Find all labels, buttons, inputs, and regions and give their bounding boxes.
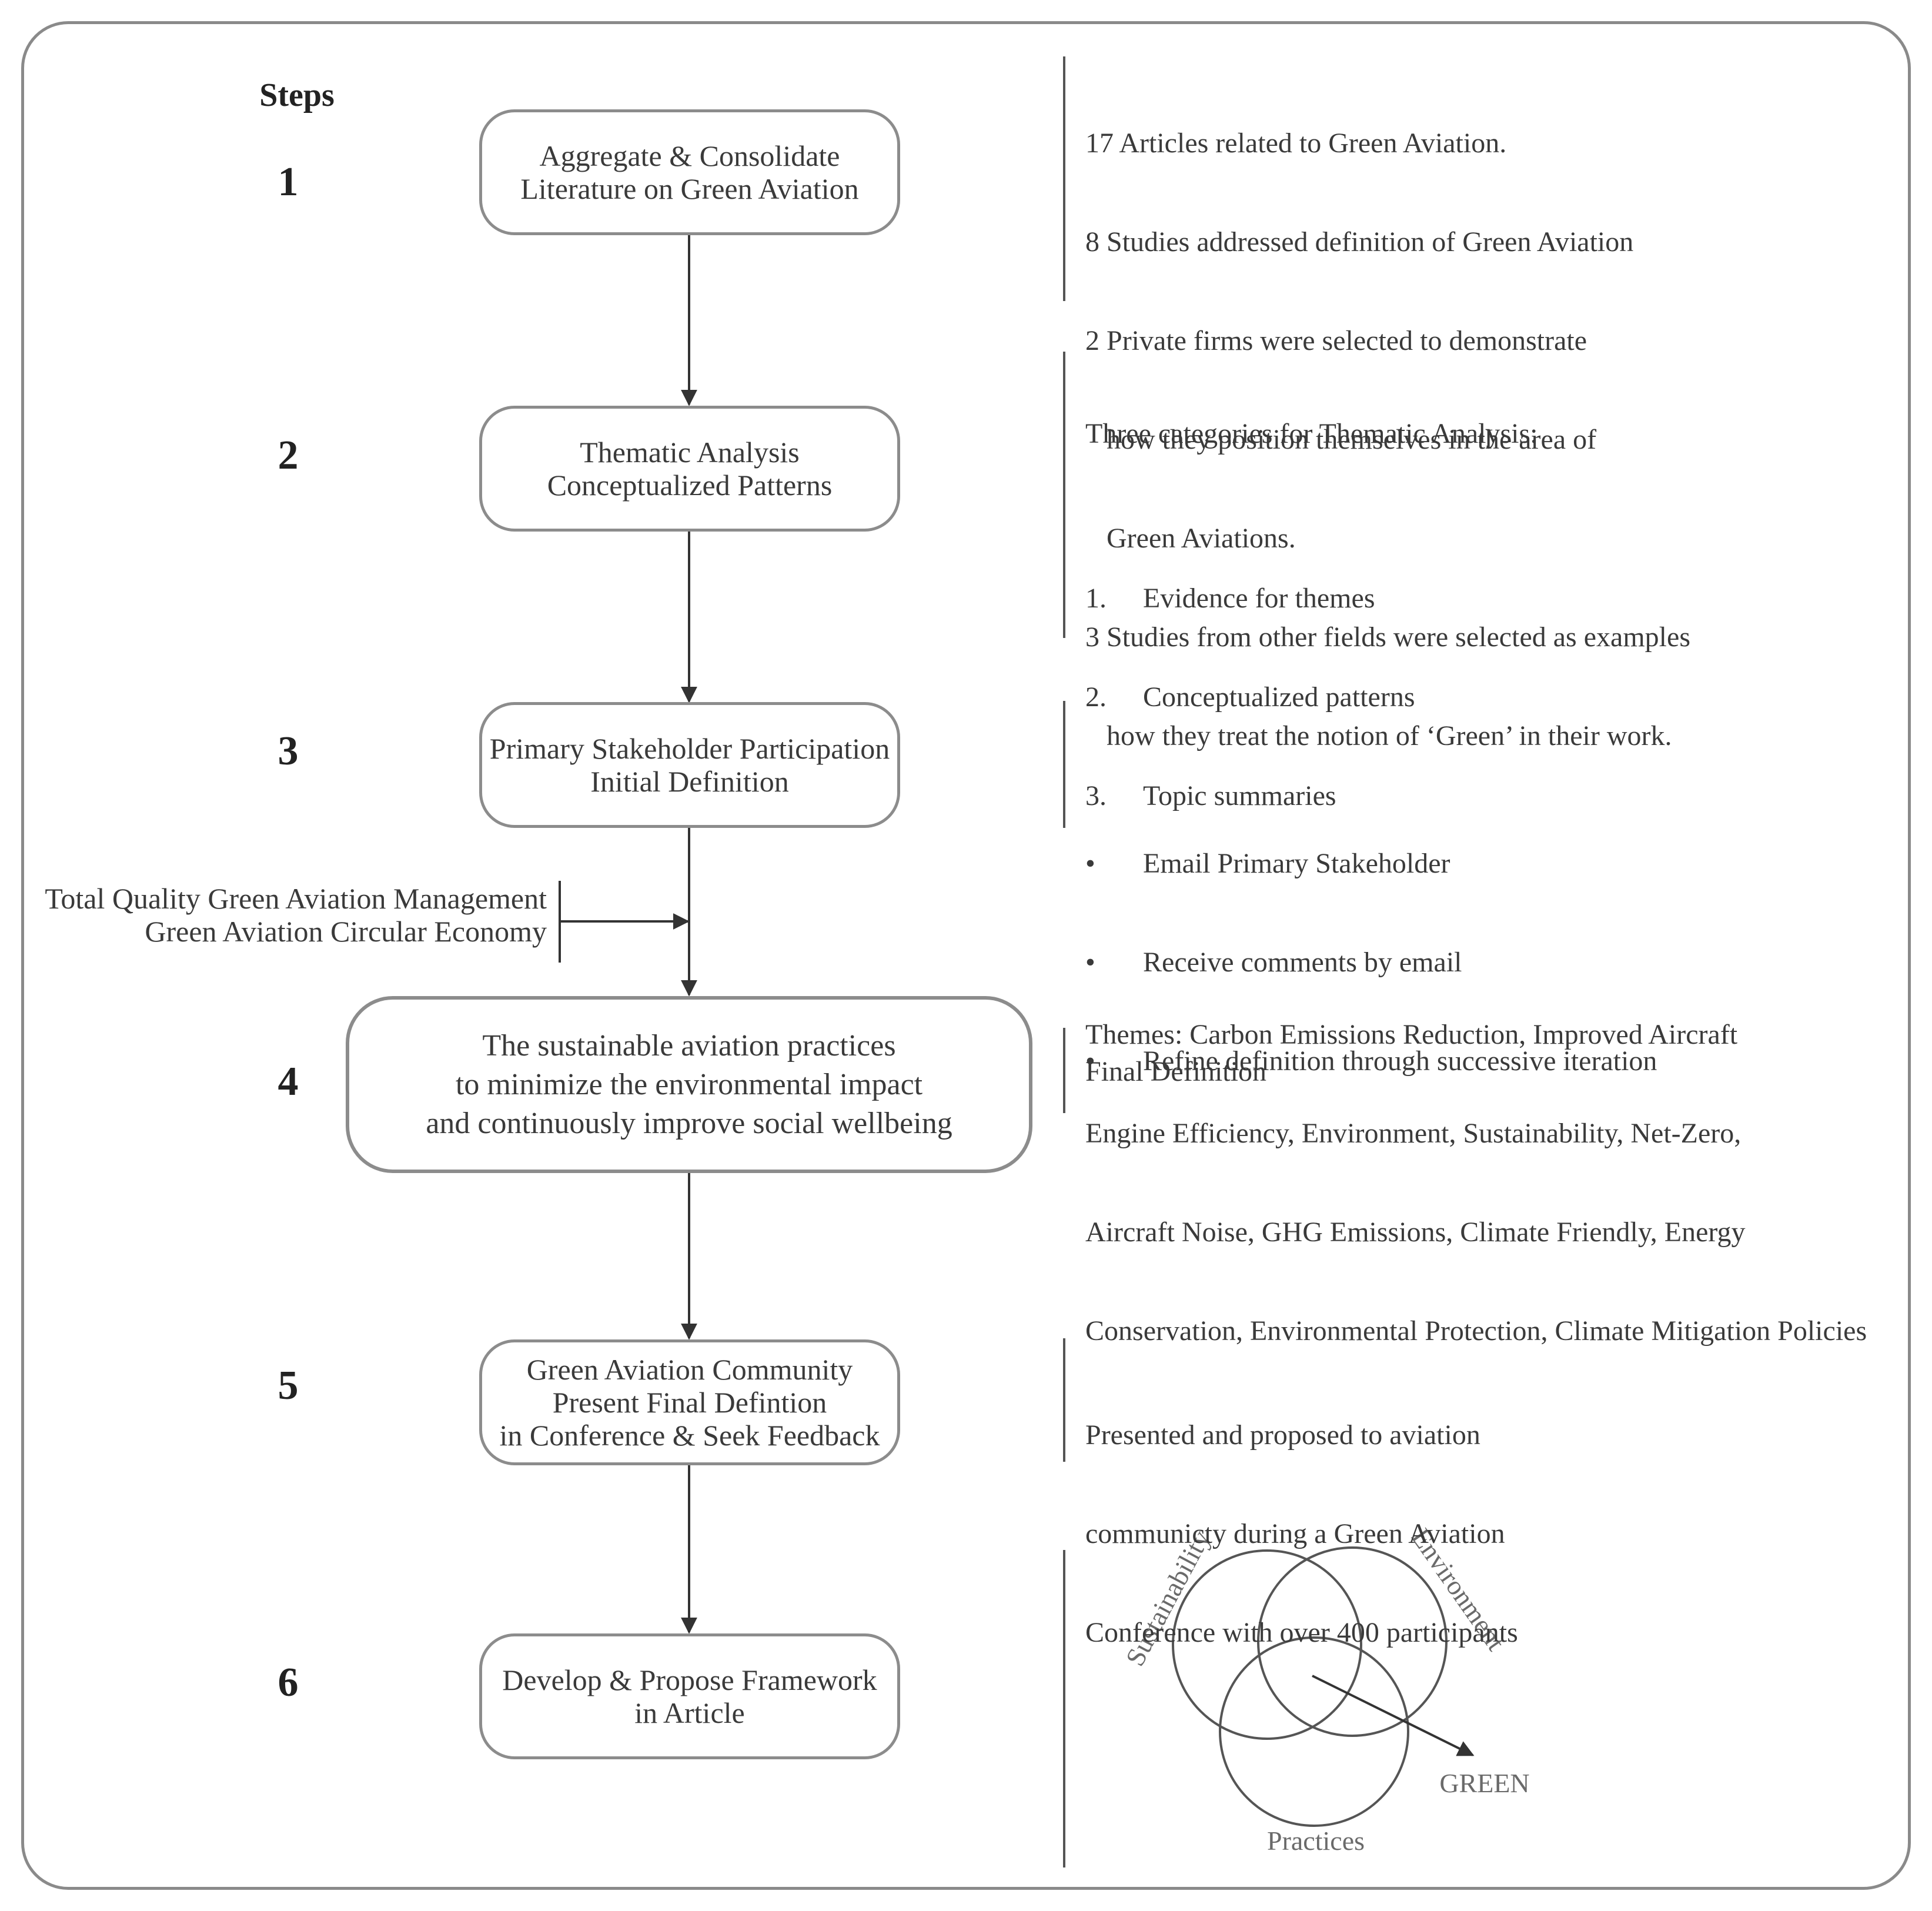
step2-heading: Three categories for Thematic Analysis: [1085,418,1538,449]
step-number-1: 1 [278,159,299,205]
list-item: •Refine definition through successive it… [1085,1045,1657,1077]
venn-circle-environment [1257,1546,1448,1737]
step2-themes-line: Conservation, Environmental Protection, … [1085,1315,1867,1347]
step1-note-line: 2 Private firms were selected to demonst… [1085,325,1587,356]
step2-themes-line: Aircraft Noise, GHG Emissions, Climate F… [1085,1217,1746,1248]
list-item: •Email Primary Stakeholder [1085,848,1450,879]
venn-circle-sustainability [1172,1549,1362,1740]
side-input-line-1: Total Quality Green Aviation Management [45,882,547,915]
step5-notes: Presented and proposed to aviation commu… [1085,1353,1518,1682]
step1-note-line: 8 Studies addressed definition of Green … [1085,226,1634,258]
step3-notes: •Email Primary Stakeholder •Receive comm… [1085,716,1657,1177]
step-number-6: 6 [278,1660,299,1705]
side-input-label: Total Quality Green Aviation Management … [18,882,547,948]
list-item: 3.Topic summaries [1085,780,1336,811]
figure-frame [21,21,1911,1890]
step5-note-line: communicty during a Green Aviation [1085,1518,1505,1549]
list-item: •Receive comments by email [1085,947,1462,978]
step-box-5: Green Aviation Community Present Final D… [479,1339,900,1465]
venn-circle-practices [1219,1636,1409,1827]
step-box-4: The sustainable aviation practices to mi… [346,996,1032,1173]
step2-notes: Three categories for Thematic Analysis: … [1085,352,1867,1381]
step-number-3: 3 [278,729,299,774]
step3-bullet-list: •Email Primary Stakeholder •Receive comm… [1085,781,1657,1144]
list-item: 2.Conceptualized patterns [1085,681,1415,713]
step-number-5: 5 [278,1363,299,1408]
step1-notes: 17 Articles related to Green Aviation. 8… [1085,61,1690,786]
side-input-line-2: Green Aviation Circular Economy [145,915,547,948]
step5-note-line: Conference with over 400 participants [1085,1617,1518,1648]
step1-note-line: how they treat the notion of ‘Green’ in … [1107,720,1672,751]
step-box-1: Aggregate & Consolidate Literature on Gr… [479,109,900,235]
step2-themes-line: Engine Efficiency, Environment, Sustaina… [1085,1118,1742,1149]
venn-label-green: GREEN [1439,1768,1529,1798]
step1-note-line: 17 Articles related to Green Aviation. [1085,128,1507,159]
step1-note-line: 3 Studies from other fields were selecte… [1085,622,1690,653]
green-arrow [1312,1675,1475,1756]
step-box-6: Develop & Propose Framework in Article [479,1633,900,1759]
step-box-3: Primary Stakeholder Participation Initia… [479,702,900,828]
step2-themes-line: Themes: Carbon Emissions Reduction, Impr… [1085,1019,1738,1050]
step-number-4: 4 [278,1059,299,1104]
step4-note-final-definition: Final Definition [1085,1056,1266,1087]
step-number-2: 2 [278,433,299,478]
list-item: 1.Evidence for themes [1085,583,1375,614]
step-box-2: Thematic Analysis Conceptualized Pattern… [479,406,900,532]
venn-label-practices: Practices [1267,1826,1365,1856]
step1-note-line: Green Aviations. [1107,523,1296,554]
step2-category-list: 1.Evidence for themes 2.Conceptualized p… [1085,516,1867,878]
steps-header: Steps [259,77,335,113]
step1-note-line: how they position themselves in the area… [1107,424,1597,455]
step5-note-line: Presented and proposed to aviation [1085,1419,1480,1451]
